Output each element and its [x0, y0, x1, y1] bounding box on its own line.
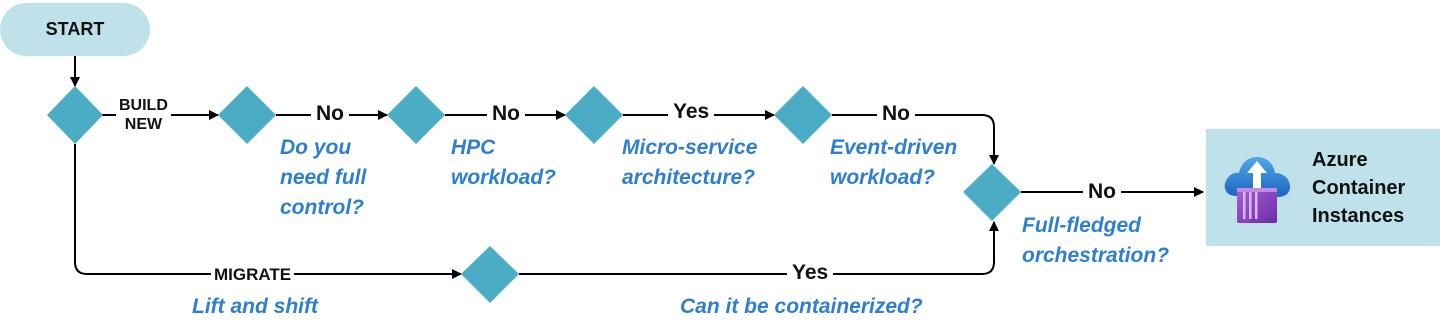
decision-diamond-containerized	[461, 246, 519, 303]
question-lift-and-shift: Lift and shift	[192, 295, 318, 318]
decision-diamond-event-driven	[774, 86, 832, 144]
decision-diamond-full-control	[218, 86, 276, 144]
question-full-control-line3: control?	[280, 196, 364, 219]
edge-label-build-new-line1: BUILD	[119, 97, 168, 114]
arrow-yes-containerized	[519, 221, 999, 275]
decision-diamond-microservice	[565, 86, 623, 144]
edge-label-build-new-line2: NEW	[124, 116, 163, 133]
question-event-driven-line2: workload?	[830, 166, 936, 189]
question-containerized: Can it be containerized?	[680, 295, 923, 318]
question-microservice-line1: Micro-service	[622, 136, 758, 159]
question-full-control: Do you need full control?	[280, 133, 366, 223]
question-microservice-line2: architecture?	[622, 166, 756, 189]
question-hpc-line2: workload?	[451, 166, 557, 189]
question-microservice: Micro-service architecture?	[622, 133, 757, 193]
question-hpc: HPC workload?	[451, 133, 556, 193]
decision-diamond-build-or-migrate	[47, 86, 103, 144]
result-label-line3: Instances	[1312, 205, 1405, 227]
decision-diamond-hpc	[387, 86, 445, 144]
edge-label-migrate: MIGRATE	[211, 265, 295, 284]
question-hpc-line1: HPC	[451, 136, 496, 159]
question-orchestration: Full-fledged orchestration?	[1022, 211, 1169, 271]
arrow-no-event-driven	[832, 114, 999, 165]
decision-diamonds	[47, 86, 1021, 303]
question-event-driven-line1: Event-driven	[830, 136, 958, 159]
edge-label-no-orchestration: No	[1083, 181, 1121, 203]
edge-label-build-new: BUILD NEW	[116, 96, 171, 134]
edge-label-no-full-control: No	[311, 103, 349, 125]
result-label: Azure Container Instances	[1312, 146, 1432, 230]
start-label: START	[45, 19, 105, 39]
question-full-control-line2: need full	[280, 166, 367, 189]
result-label-line2: Container	[1312, 177, 1406, 199]
question-full-control-line1: Do you	[280, 136, 352, 159]
result-label-line1: Azure	[1312, 149, 1368, 171]
arrow-migrate	[74, 144, 462, 279]
start-terminal: START	[0, 3, 150, 56]
edge-label-no-event-driven: No	[877, 103, 915, 125]
question-orchestration-line2: orchestration?	[1022, 244, 1170, 267]
question-orchestration-line1: Full-fledged	[1022, 214, 1141, 237]
edge-label-no-hpc: No	[487, 103, 525, 125]
edge-label-yes-containerized: Yes	[787, 262, 834, 284]
azure-container-instances-icon	[1224, 156, 1290, 223]
decision-diamond-orchestration	[963, 164, 1021, 221]
edge-label-yes-microservice: Yes	[668, 101, 715, 123]
question-event-driven: Event-driven workload?	[830, 133, 957, 193]
